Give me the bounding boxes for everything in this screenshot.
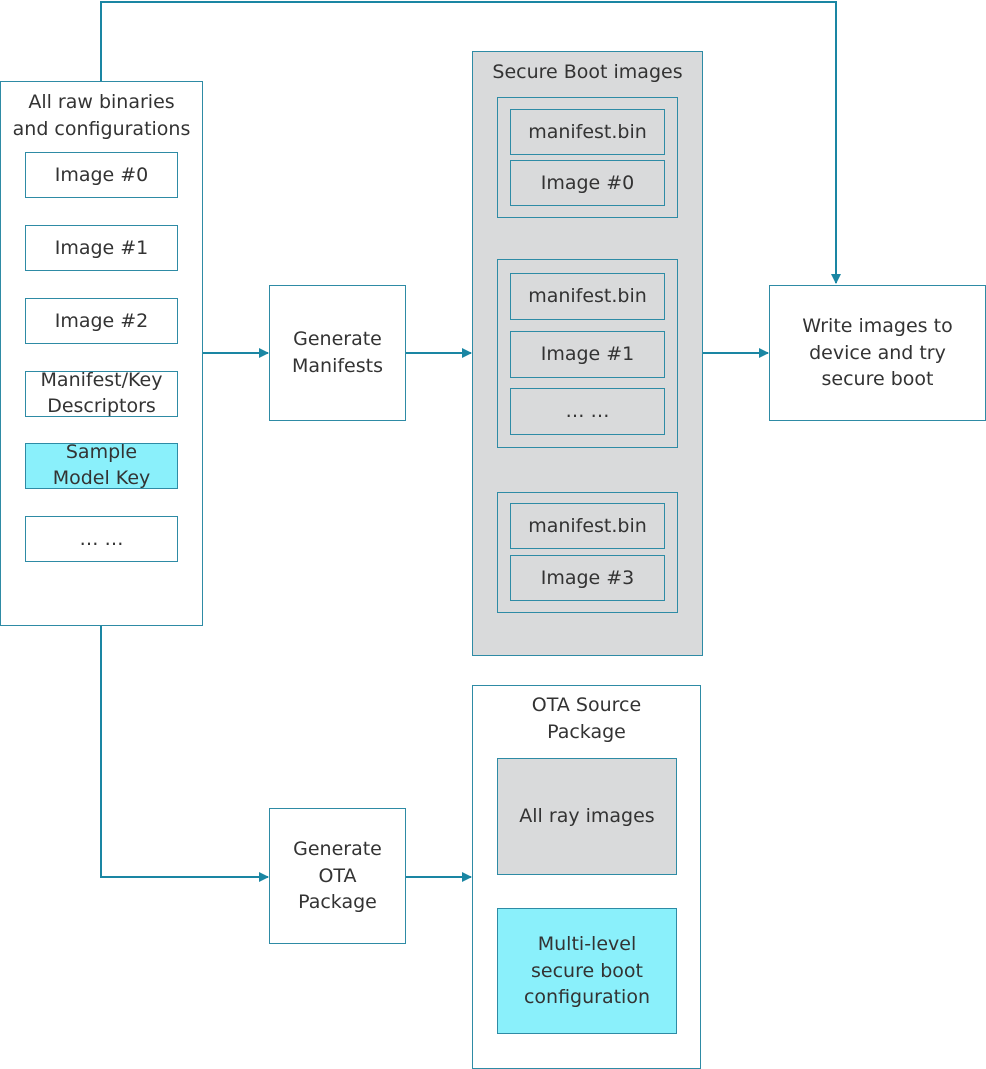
write-images-box: Write images to device and try secure bo…: [769, 285, 986, 421]
ota-all-images: All ray images: [497, 758, 677, 875]
group-2-image-1: Image #1: [510, 331, 665, 378]
generate-manifests-box: Generate Manifests: [269, 285, 406, 421]
raw-item-image-1: Image #1: [25, 225, 178, 271]
group-3-image-3: Image #3: [510, 555, 665, 601]
group-1-manifest-bin: manifest.bin: [510, 109, 665, 155]
arrow-raw-to-generate-ota: [100, 626, 269, 882]
group-3-manifest-bin: manifest.bin: [510, 503, 665, 549]
generate-ota-box: Generate OTA Package: [269, 808, 406, 944]
raw-item-ellipsis: … …: [25, 516, 178, 562]
group-2-manifest-bin: manifest.bin: [510, 273, 665, 320]
raw-item-sample-model-key: Sample Model Key: [25, 441, 178, 489]
raw-item-image-2: Image #2: [25, 298, 178, 344]
raw-item-manifest-key-descriptors: Manifest/Key Descriptors: [25, 369, 178, 417]
group-2-ellipsis: … …: [510, 388, 665, 435]
raw-binaries-title: All raw binaries and configurations: [12, 91, 191, 140]
arrow-raw-to-write: [100, 1, 841, 284]
ota-multi-level-config: Multi-level secure boot configuration: [497, 908, 677, 1034]
raw-item-image-0: Image #0: [25, 152, 178, 198]
ota-source-title: OTA Source Package: [531, 694, 642, 743]
group-1-image-0: Image #0: [510, 160, 665, 206]
secure-boot-title: Secure Boot images: [492, 61, 683, 83]
